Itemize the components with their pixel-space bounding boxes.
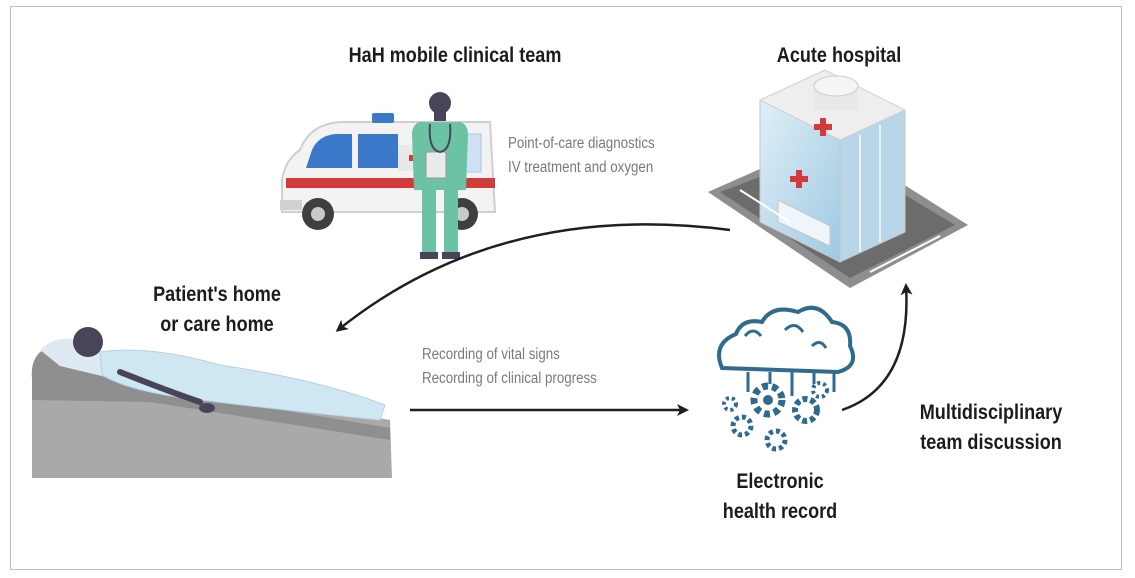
mdt-label: Multidisciplinary team discussion (901, 398, 1082, 458)
mobile-team-title: HaH mobile clinical team (348, 44, 562, 67)
clinician-icon (412, 92, 468, 259)
team-services-line2: IV treatment and oxygen (508, 159, 654, 176)
hospital-label: Acute hospital (757, 41, 920, 71)
team-services-line1: Point-of-care diagnostics (508, 135, 655, 152)
arrow-ehr-to-hospital (841, 283, 913, 412)
recording-line1: Recording of vital signs (422, 346, 560, 363)
hospital-icon (708, 69, 968, 288)
ehr-label: Electronic health record (703, 467, 858, 527)
ehr-label-line2: health record (722, 500, 838, 523)
team-services-note: Point-of-care diagnostics IV treatment a… (508, 132, 655, 180)
hospital-title: Acute hospital (776, 44, 902, 67)
recording-line2: Recording of clinical progress (422, 370, 597, 387)
diagram-frame (10, 6, 1122, 570)
arrow-hospital-to-home (335, 223, 731, 332)
recording-note: Recording of vital signs Recording of cl… (422, 343, 597, 391)
home-label: Patient's home or care home (127, 280, 308, 340)
home-label-line2: or care home (160, 313, 274, 336)
mdt-label-line2: team discussion (920, 431, 1062, 454)
ehr-cloud-icon (717, 305, 855, 452)
patient-bed-icon (31, 327, 393, 478)
mdt-label-line1: Multidisciplinary (919, 401, 1063, 424)
mobile-team-label: HaH mobile clinical team (322, 41, 589, 71)
home-label-line1: Patient's home (153, 283, 281, 306)
ehr-label-line1: Electronic (736, 470, 824, 493)
